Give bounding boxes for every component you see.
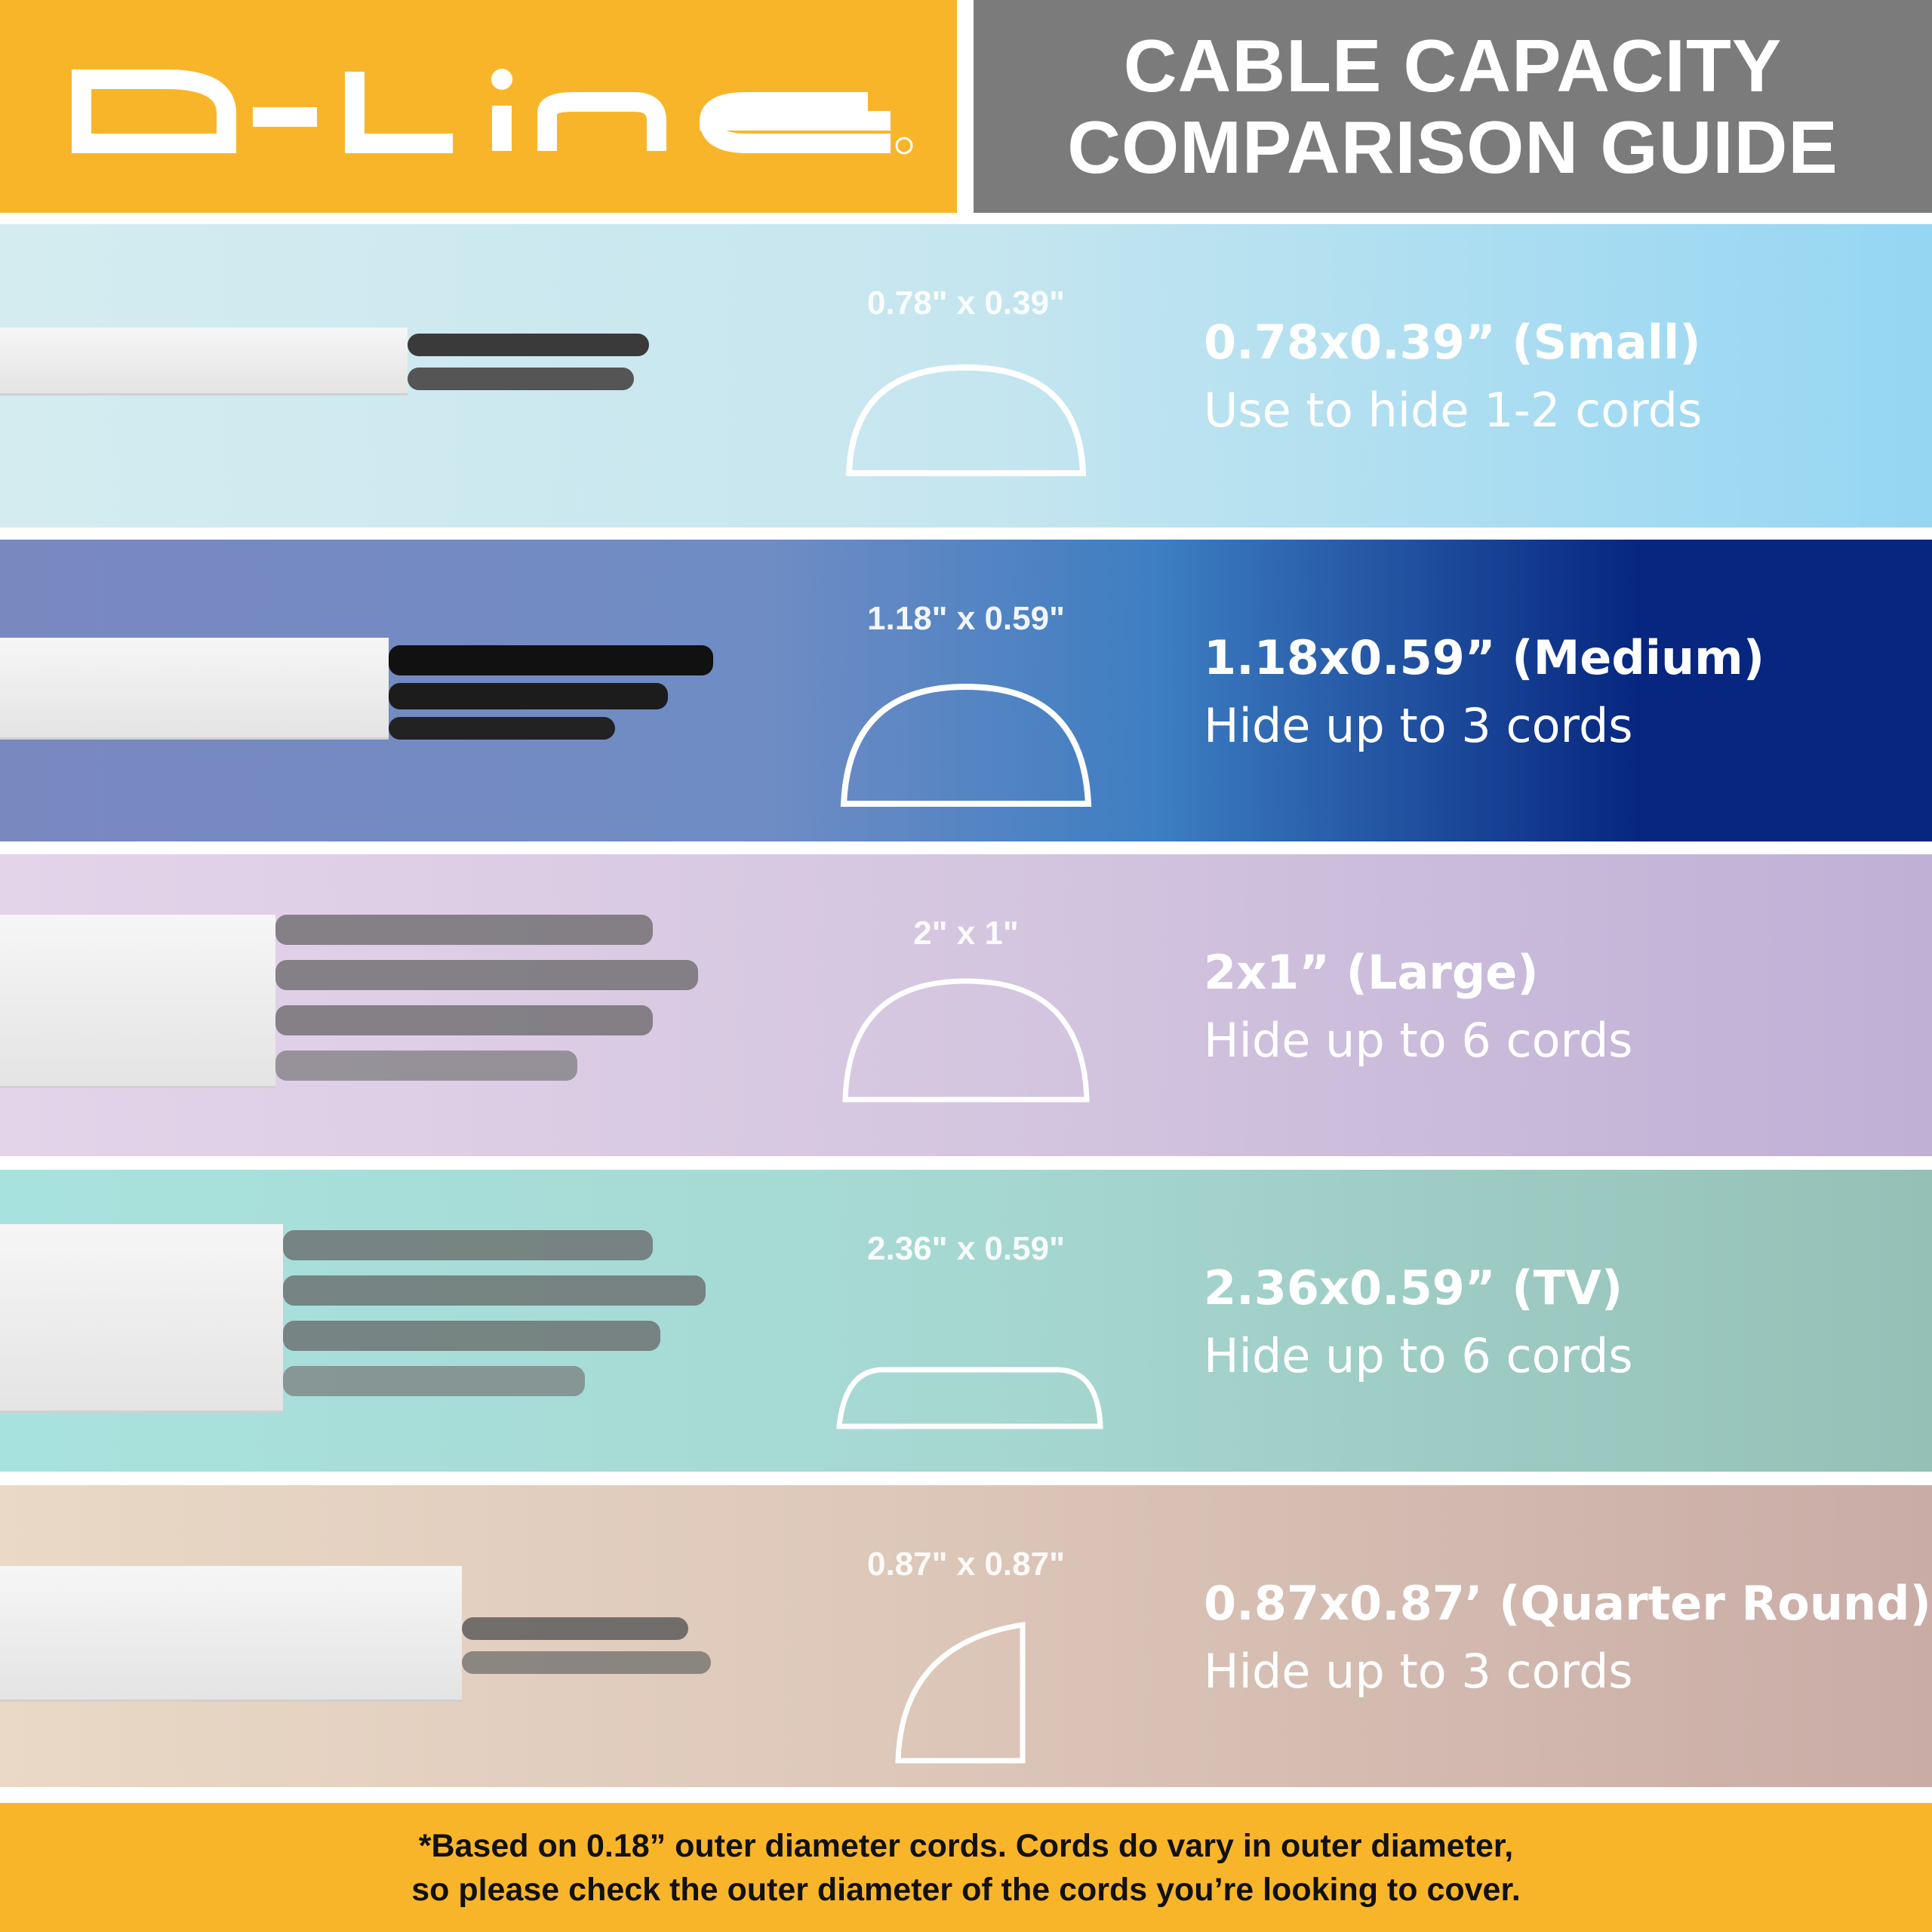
cord-image	[389, 645, 713, 675]
page-title: CABLE CAPACITY COMPARISON GUIDE	[974, 0, 1932, 213]
cord-image	[283, 1321, 660, 1351]
dimension-label: 0.87" x 0.87"	[867, 1546, 1065, 1583]
product-title: 2x1” (Large)	[1204, 945, 1539, 1000]
product-row-medium: 1.18" x 0.59" 1.18x0.59” (Medium) Hide u…	[0, 540, 1932, 841]
cord-image	[275, 915, 653, 945]
raceway-image	[0, 328, 408, 395]
product-title: 1.18x0.59” (Medium)	[1204, 630, 1765, 685]
product-title: 0.78x0.39” (Small)	[1204, 315, 1701, 370]
half-round-medium-icon	[840, 683, 1092, 807]
d-line-logo	[72, 69, 913, 155]
dimension-label: 1.18" x 0.59"	[867, 600, 1065, 637]
product-row-tv: 2.36" x 0.59" 2.36x0.59” (TV) Hide up to…	[0, 1170, 1932, 1472]
title-line-2: COMPARISON GUIDE	[1067, 106, 1838, 189]
cord-image	[408, 368, 634, 390]
title-line-1: CABLE CAPACITY	[1123, 24, 1783, 107]
half-round-large-icon	[842, 978, 1090, 1103]
cord-image	[283, 1366, 585, 1396]
product-capacity: Hide up to 6 cords	[1204, 1328, 1633, 1383]
product-row-small: 0.78" x 0.39" 0.78x0.39” (Small) Use to …	[0, 224, 1932, 528]
cord-image	[462, 1617, 688, 1640]
cord-image	[275, 1005, 653, 1035]
dimension-label: 2.36" x 0.59"	[867, 1230, 1065, 1267]
cord-image	[389, 683, 668, 709]
dimension-label: 0.78" x 0.39"	[867, 285, 1065, 321]
footnote: *Based on 0.18” outer diameter cords. Co…	[0, 1803, 1932, 1932]
raceway-image	[0, 1566, 462, 1702]
cord-image	[462, 1651, 711, 1674]
brand-logo-panel	[0, 0, 957, 213]
footnote-line-2: so please check the outer diameter of th…	[411, 1871, 1521, 1908]
product-capacity: Hide up to 3 cords	[1204, 698, 1633, 753]
cord-image	[275, 960, 698, 990]
quarter-round-icon	[895, 1621, 1026, 1764]
cord-image	[283, 1230, 653, 1260]
cord-image	[275, 1051, 577, 1081]
product-title: 2.36x0.59” (TV)	[1204, 1260, 1623, 1315]
flat-tv-icon	[836, 1367, 1103, 1429]
cord-image	[389, 717, 615, 740]
product-row-large: 2" x 1" 2x1” (Large) Hide up to 6 cords	[0, 854, 1932, 1156]
raceway-image	[0, 1224, 283, 1413]
footnote-line-1: *Based on 0.18” outer diameter cords. Co…	[418, 1827, 1514, 1864]
cord-image	[408, 334, 649, 356]
product-title: 0.87x0.87’ (Quarter Round)	[1204, 1576, 1931, 1631]
cord-image	[283, 1275, 706, 1306]
product-capacity: Hide up to 3 cords	[1204, 1644, 1633, 1699]
raceway-image	[0, 638, 389, 740]
half-round-small-icon	[845, 364, 1087, 476]
dimension-label: 2" x 1"	[913, 915, 1019, 952]
product-row-quarter-round: 0.87" x 0.87" 0.87x0.87’ (Quarter Round)…	[0, 1485, 1932, 1787]
raceway-image	[0, 915, 275, 1088]
product-capacity: Hide up to 6 cords	[1204, 1013, 1633, 1068]
product-capacity: Use to hide 1-2 cords	[1204, 383, 1703, 438]
